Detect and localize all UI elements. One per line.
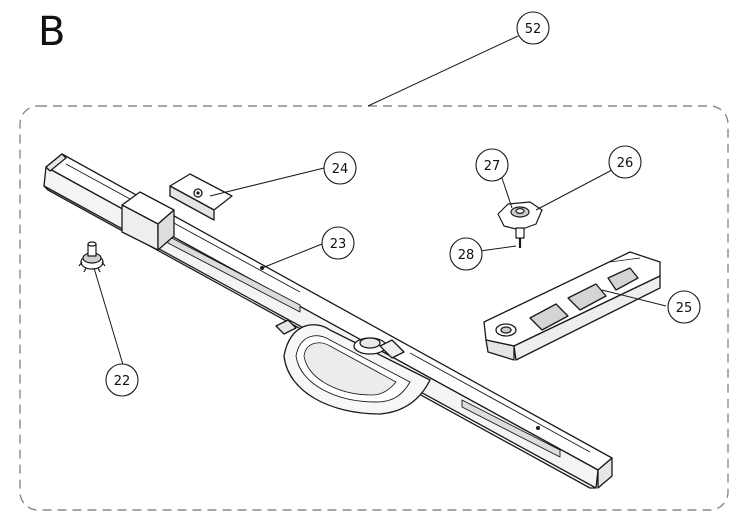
leader-26 (535, 169, 613, 211)
leader-22 (93, 267, 125, 369)
callout-25: 25 (667, 290, 701, 324)
callout-27: 27 (475, 148, 509, 182)
miter-protractor (275, 319, 431, 415)
callout-52: 52 (516, 11, 550, 45)
section-label: B (38, 9, 66, 55)
callout-22: 22 (105, 363, 139, 397)
callout-28-label: 28 (458, 248, 475, 263)
part-22-knob (78, 241, 106, 273)
callout-52-label: 52 (525, 22, 542, 37)
part-26-27-28-clamp-knob (497, 201, 543, 248)
callout-25-label: 25 (676, 301, 693, 316)
callout-27-label: 27 (484, 159, 501, 174)
callout-23: 23 (321, 226, 355, 260)
fence-bracket (121, 173, 233, 251)
callout-28: 28 (449, 237, 483, 271)
leader-28 (479, 245, 517, 252)
callout-22-label: 22 (114, 374, 131, 389)
callout-24-label: 24 (332, 162, 349, 177)
leader-23 (261, 243, 323, 269)
leader-25 (601, 289, 667, 307)
callout-24: 24 (323, 151, 357, 185)
assembly-boundary (19, 105, 729, 511)
leader-24 (209, 167, 325, 197)
leader-52 (367, 35, 519, 107)
callout-26: 26 (608, 145, 642, 179)
leader-27 (501, 177, 513, 209)
callout-23-label: 23 (330, 237, 347, 252)
leader-lines (93, 35, 667, 369)
part-25-plate (483, 251, 661, 361)
callout-26-label: 26 (617, 156, 634, 171)
